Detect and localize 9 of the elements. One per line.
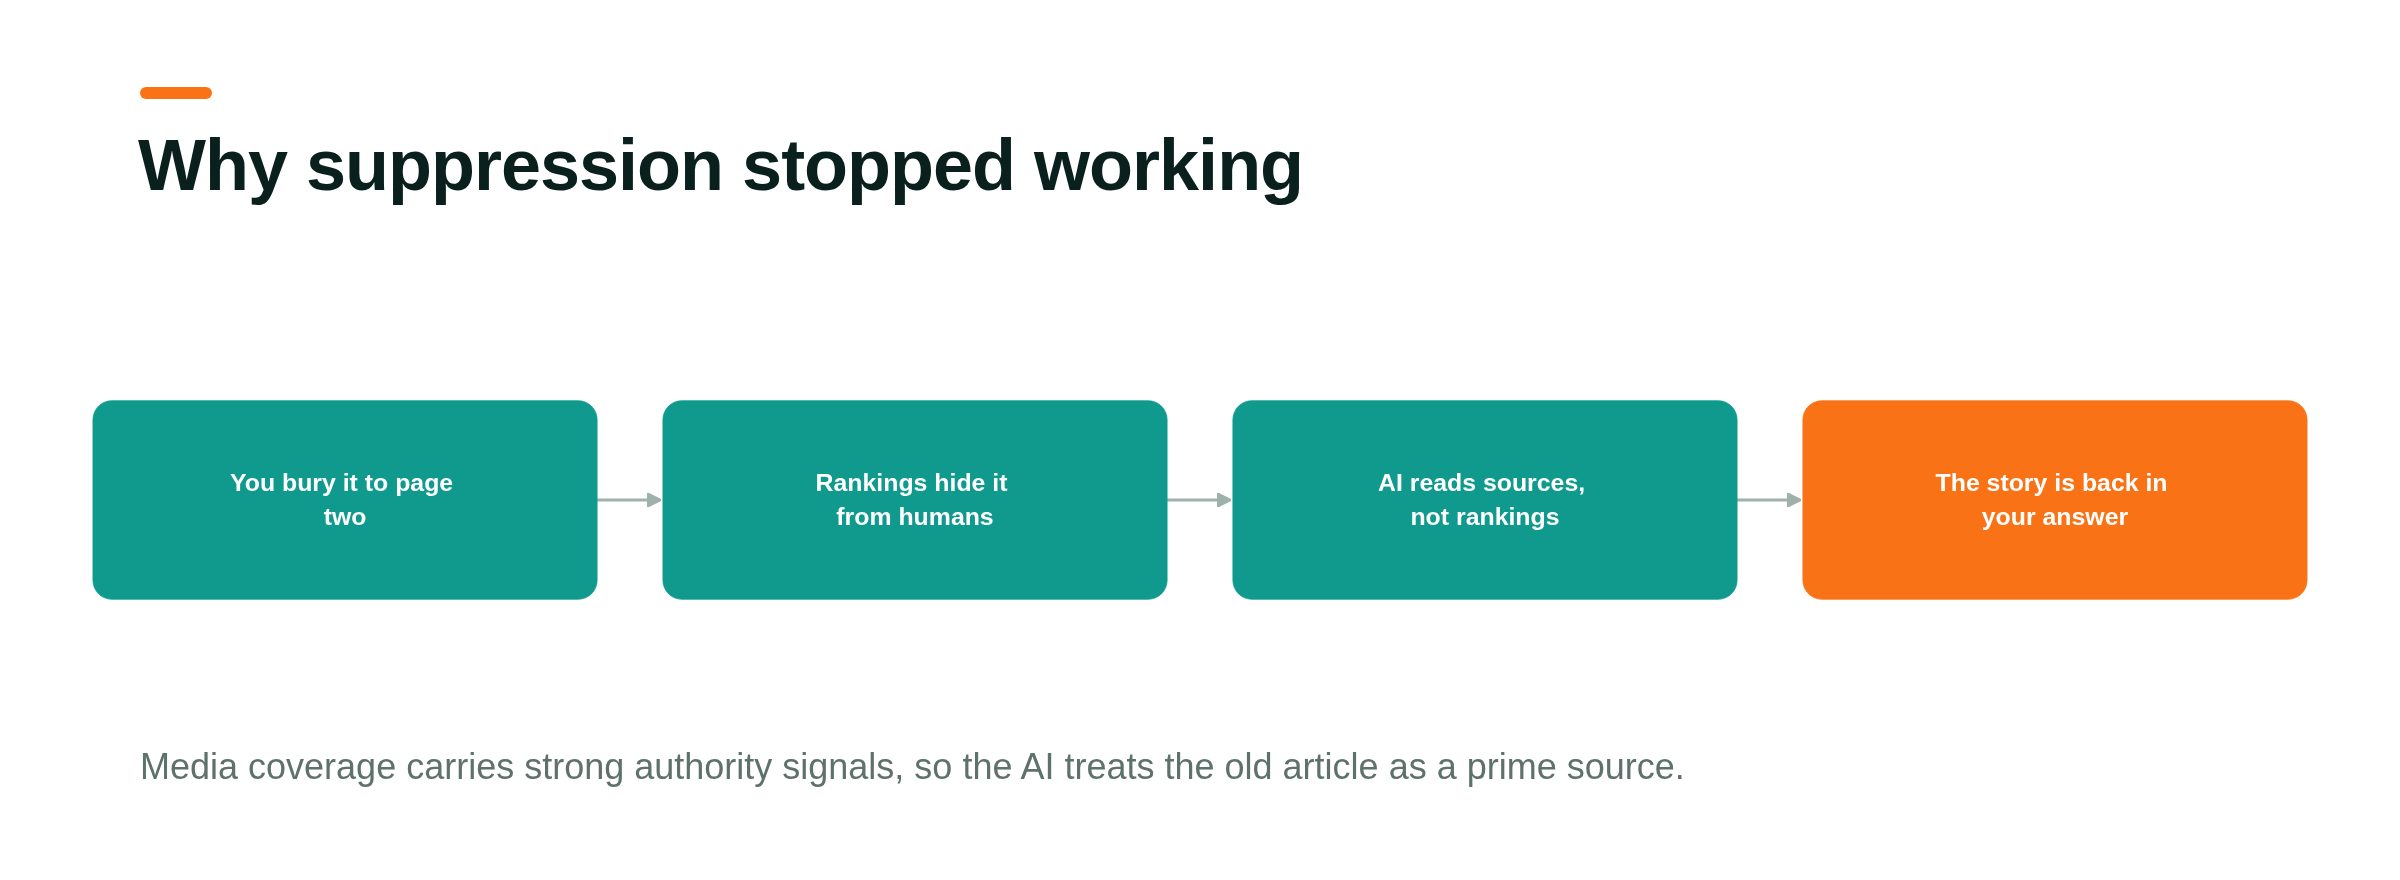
arrow bbox=[1167, 491, 1233, 509]
arrow bbox=[597, 491, 663, 509]
title: Why suppression stopped working bbox=[138, 126, 1304, 206]
node-box: AI reads sources, not rankings bbox=[1232, 400, 1738, 600]
node-box: Rankings hide it from humans bbox=[662, 400, 1168, 600]
caption: Media coverage carries strong authority signals, so the AI treats the old article as a prime source. bbox=[140, 745, 1685, 789]
node-box: The story is back in your answer bbox=[1802, 400, 2308, 600]
node-box: You bury it to page two bbox=[92, 400, 598, 600]
arrow bbox=[1737, 491, 1803, 509]
